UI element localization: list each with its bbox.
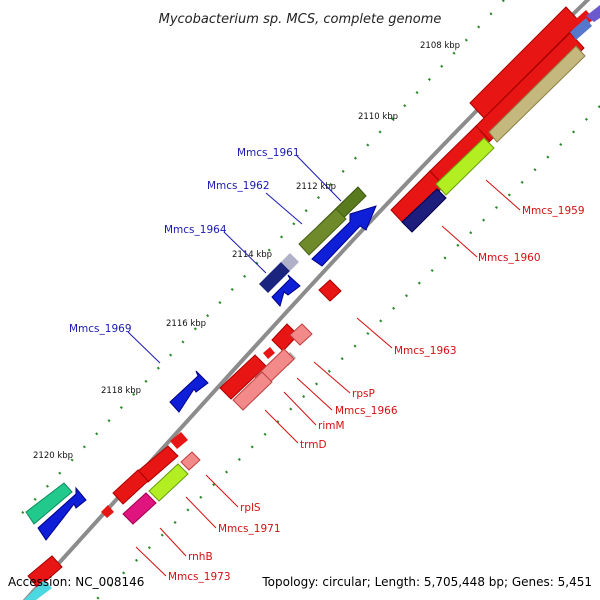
callout-mmcs-1959 <box>485 179 521 211</box>
gene-labels: Mmcs_1961 Mmcs_1962 Mmcs_1964 Mmcs_1969 … <box>69 147 585 583</box>
gene-mmcs-1969[interactable] <box>169 370 209 413</box>
label-mmcs-1963[interactable]: Mmcs_1963 <box>394 345 457 357</box>
callout-mmcs-1960 <box>441 225 478 258</box>
gene-teal-green[interactable] <box>25 482 73 525</box>
label-rnhB[interactable]: rnhB <box>188 551 213 563</box>
tick-label-2120: 2120 kbp <box>33 451 73 461</box>
label-mmcs-1960[interactable]: Mmcs_1960 <box>478 252 541 264</box>
label-rpsP[interactable]: rpsP <box>352 388 375 400</box>
gene-red-rplS-small[interactable] <box>170 432 188 449</box>
gene-red-rpsP-b[interactable] <box>263 347 275 359</box>
label-rimM[interactable]: rimM <box>318 420 345 432</box>
callout-lines <box>127 155 521 577</box>
gene-navy-1960[interactable] <box>401 188 447 233</box>
label-mmcs-1959[interactable]: Mmcs_1959 <box>522 205 585 217</box>
gene-mmcs-1964[interactable] <box>259 262 290 293</box>
callout-rnhB <box>159 527 187 557</box>
callout-rpsP <box>313 361 351 394</box>
tick-dot-line-inner <box>95 105 600 600</box>
gene-red-bottom[interactable] <box>27 555 63 589</box>
label-mmcs-1966[interactable]: Mmcs_1966 <box>335 405 398 417</box>
plus-strand-genes <box>25 186 377 541</box>
gene-red-1971b[interactable] <box>112 469 149 505</box>
minus-strand-genes <box>24 5 600 600</box>
gene-cyan-bottom[interactable] <box>24 580 52 600</box>
callout-mmcs-1962 <box>265 192 303 225</box>
gene-rpsP[interactable] <box>289 323 313 346</box>
tick-labels: 2108 kbp 2110 kbp 2112 kbp 2114 kbp 2116… <box>33 41 460 461</box>
tick-label-2110: 2110 kbp <box>358 112 398 122</box>
label-mmcs-1969[interactable]: Mmcs_1969 <box>69 323 132 335</box>
map-title: Mycobacterium sp. MCS, complete genome <box>159 12 442 27</box>
gene-steel-blue[interactable] <box>570 18 592 40</box>
tick-dot-line-outer <box>11 0 505 525</box>
label-trmD[interactable]: trmD <box>300 439 327 451</box>
gene-red-1959c[interactable] <box>475 32 585 142</box>
footer-summary: Topology: circular; Length: 5,705,448 bp… <box>261 575 592 589</box>
footer-accession: Accession: NC_008146 <box>8 575 144 589</box>
callout-mmcs-1969 <box>127 331 161 364</box>
label-mmcs-1973[interactable]: Mmcs_1973 <box>168 571 231 583</box>
tick-label-2108: 2108 kbp <box>420 41 460 51</box>
gene-rplS[interactable] <box>180 451 201 471</box>
gene-mmcs-1963[interactable] <box>318 279 342 302</box>
gene-lime[interactable] <box>435 137 495 196</box>
tick-label-2114: 2114 kbp <box>232 250 272 260</box>
callout-mmcs-1973 <box>135 546 167 577</box>
tick-label-2116: 2116 kbp <box>166 319 206 329</box>
callout-mmcs-1961 <box>296 155 342 202</box>
callout-mmcs-1964 <box>223 231 267 274</box>
label-mmcs-1971[interactable]: Mmcs_1971 <box>218 523 281 535</box>
tick-label-2112: 2112 kbp <box>296 182 336 192</box>
gene-rnhB[interactable] <box>122 492 157 525</box>
gene-blue-1962b[interactable] <box>311 205 377 267</box>
gene-mmcs-1973[interactable] <box>101 505 114 518</box>
gene-trmD[interactable] <box>232 371 273 411</box>
gene-blue-1964b[interactable] <box>271 274 301 308</box>
callout-mmcs-1963 <box>356 317 393 349</box>
tick-label-2118: 2118 kbp <box>101 386 141 396</box>
callout-rimM <box>283 391 317 426</box>
callout-trmD <box>264 409 299 444</box>
label-mmcs-1961[interactable]: Mmcs_1961 <box>237 147 300 159</box>
gene-mmcs-1971[interactable] <box>148 463 189 502</box>
gene-slate[interactable] <box>586 5 600 22</box>
callout-mmcs-1966 <box>296 377 333 411</box>
callout-rplS <box>205 474 239 508</box>
gene-blue-bottom[interactable] <box>37 486 87 541</box>
label-rplS[interactable]: rplS <box>240 502 261 514</box>
gene-khaki[interactable] <box>488 45 586 143</box>
callout-mmcs-1971 <box>185 496 217 529</box>
gene-mmcs-1964-tail[interactable] <box>281 253 299 271</box>
label-mmcs-1964[interactable]: Mmcs_1964 <box>164 224 227 236</box>
gene-mmcs-1962[interactable] <box>298 208 347 256</box>
label-mmcs-1962[interactable]: Mmcs_1962 <box>207 180 270 192</box>
